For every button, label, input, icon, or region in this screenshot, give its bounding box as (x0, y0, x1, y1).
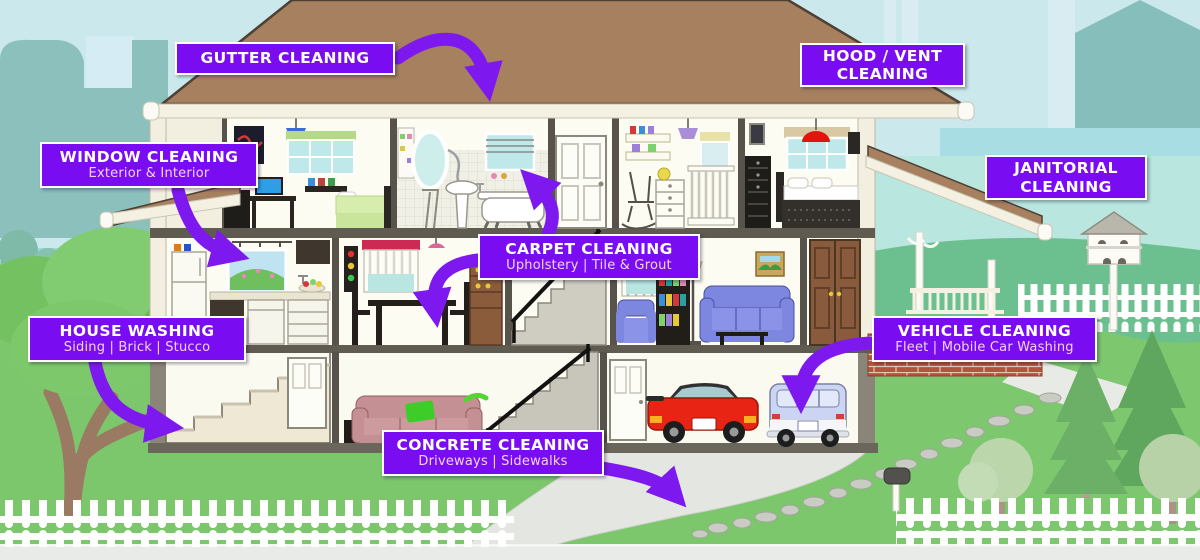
headboard (384, 186, 391, 228)
left-porch-roof (99, 181, 241, 229)
bottom-left-picket-fence (0, 500, 514, 547)
label-subtitle: Siding | Brick | Stucco (63, 340, 211, 356)
label-subtitle: Upholstery | Tile & Grout (506, 258, 672, 274)
landscape-picture (755, 251, 785, 277)
vehicle-cleaning-arrow (781, 336, 877, 415)
background-building-light (86, 36, 134, 90)
sidewalk-strip (0, 546, 1200, 560)
basement-door (287, 357, 327, 429)
pine-trees (1044, 330, 1198, 498)
hallway-door (555, 135, 607, 229)
gutter-end-right (957, 101, 975, 121)
carpet-cleaning-arrow-down (412, 253, 485, 329)
porch-rail (910, 288, 1000, 293)
porch-floor (906, 310, 1004, 314)
carpet-cleaning-label: CARPET CLEANING Upholstery | Tile & Grou… (478, 234, 700, 280)
background-silhouette-left (0, 39, 168, 239)
label-subtitle: Exterior & Interior (88, 166, 210, 182)
background-building-bar (1048, 0, 1075, 132)
label-title: JANITORIAL CLEANING (1014, 159, 1124, 196)
stone-path (691, 392, 1062, 539)
label-title: WINDOW CLEANING (59, 148, 239, 167)
green-pillow (405, 400, 435, 423)
sidewalk-edge (0, 544, 1200, 547)
label-title: GUTTER CLEANING (200, 49, 370, 68)
label-subtitle: Driveways | Sidewalks (418, 454, 568, 470)
dining-room (344, 238, 503, 346)
janitorial-cleaning-label: JANITORIAL CLEANING (985, 155, 1147, 200)
gutter-cleaning-label: GUTTER CLEANING (175, 42, 395, 75)
label-title: CONCRETE CLEANING (396, 436, 590, 455)
wall-picture (749, 123, 765, 145)
cheval-mirror (411, 130, 449, 190)
blue-armchair (616, 299, 656, 343)
dining-chandelier (428, 243, 445, 248)
pedestal-sink (445, 180, 479, 196)
gutter-cleaning-arrow (391, 32, 503, 102)
kitchen (171, 240, 331, 345)
concrete-cleaning-arrow (589, 460, 687, 508)
master-bed (776, 172, 860, 228)
window-valance (286, 131, 356, 140)
window-cleaning-arrow (171, 183, 250, 268)
coffee-table (716, 332, 768, 345)
house-washing-label: HOUSE WASHING Siding | Brick | Stucco (28, 316, 246, 362)
license-plate (797, 420, 819, 432)
birdhouse (1079, 211, 1149, 331)
crib (687, 165, 735, 226)
floor-band-main (150, 345, 875, 353)
mirror (848, 132, 860, 154)
porch-balusters (912, 293, 996, 311)
label-title: VEHICLE CLEANING (897, 322, 1072, 341)
upper-hallway (555, 135, 607, 229)
nursery-lamp (678, 128, 698, 139)
label-title: HOOD / VENT CLEANING (822, 46, 948, 83)
bookshelf (656, 268, 690, 345)
label-title: CARPET CLEANING (505, 240, 673, 259)
annotation-arrows (88, 32, 877, 508)
computer-monitor (255, 177, 283, 195)
upper-cabinet (296, 240, 330, 264)
red-car (646, 383, 759, 443)
hood-vent-cleaning-label: HOOD / VENT CLEANING (800, 43, 965, 87)
basement-stairs (481, 344, 599, 444)
background-silhouette-house (1075, 0, 1200, 134)
concrete-cleaning-label: CONCRETE CLEANING Driveways | Sidewalks (382, 430, 604, 476)
spoiler (646, 396, 664, 401)
family-room (344, 344, 599, 444)
master-bedroom (745, 118, 860, 228)
house-washing-arrow (88, 355, 185, 443)
birdhouse-roof (1079, 211, 1149, 235)
floor-band-upper (150, 228, 875, 238)
rocking-chair (621, 171, 659, 230)
red-pendant-lamp (802, 131, 830, 142)
label-title: HOUSE WASHING (59, 322, 215, 341)
bed (335, 195, 387, 215)
column-bracket (906, 237, 940, 249)
lamp (657, 167, 671, 181)
entry (809, 239, 861, 346)
background-cyan-band-right (940, 128, 1200, 158)
drawer-unit (287, 299, 329, 345)
counter (209, 291, 331, 301)
faucet (298, 275, 308, 284)
window-cleaning-label: WINDOW CLEANING Exterior & Interior (40, 142, 258, 188)
roof-eave (149, 103, 967, 119)
carpet-cleaning-arrow-up (520, 169, 562, 241)
label-subtitle: Fleet | Mobile Car Washing (895, 340, 1074, 356)
vehicle-cleaning-label: VEHICLE CLEANING Fleet | Mobile Car Wash… (872, 316, 1097, 362)
mailbox (883, 467, 911, 512)
dining-valance (362, 240, 420, 250)
gutter-end-left (142, 101, 160, 121)
dishwasher (247, 299, 285, 345)
nursery-window (700, 141, 730, 169)
nursery (621, 118, 735, 230)
clawfoot-tub (481, 197, 545, 223)
garage-door (609, 359, 647, 441)
bottom-right-picket-fence (896, 498, 1200, 545)
